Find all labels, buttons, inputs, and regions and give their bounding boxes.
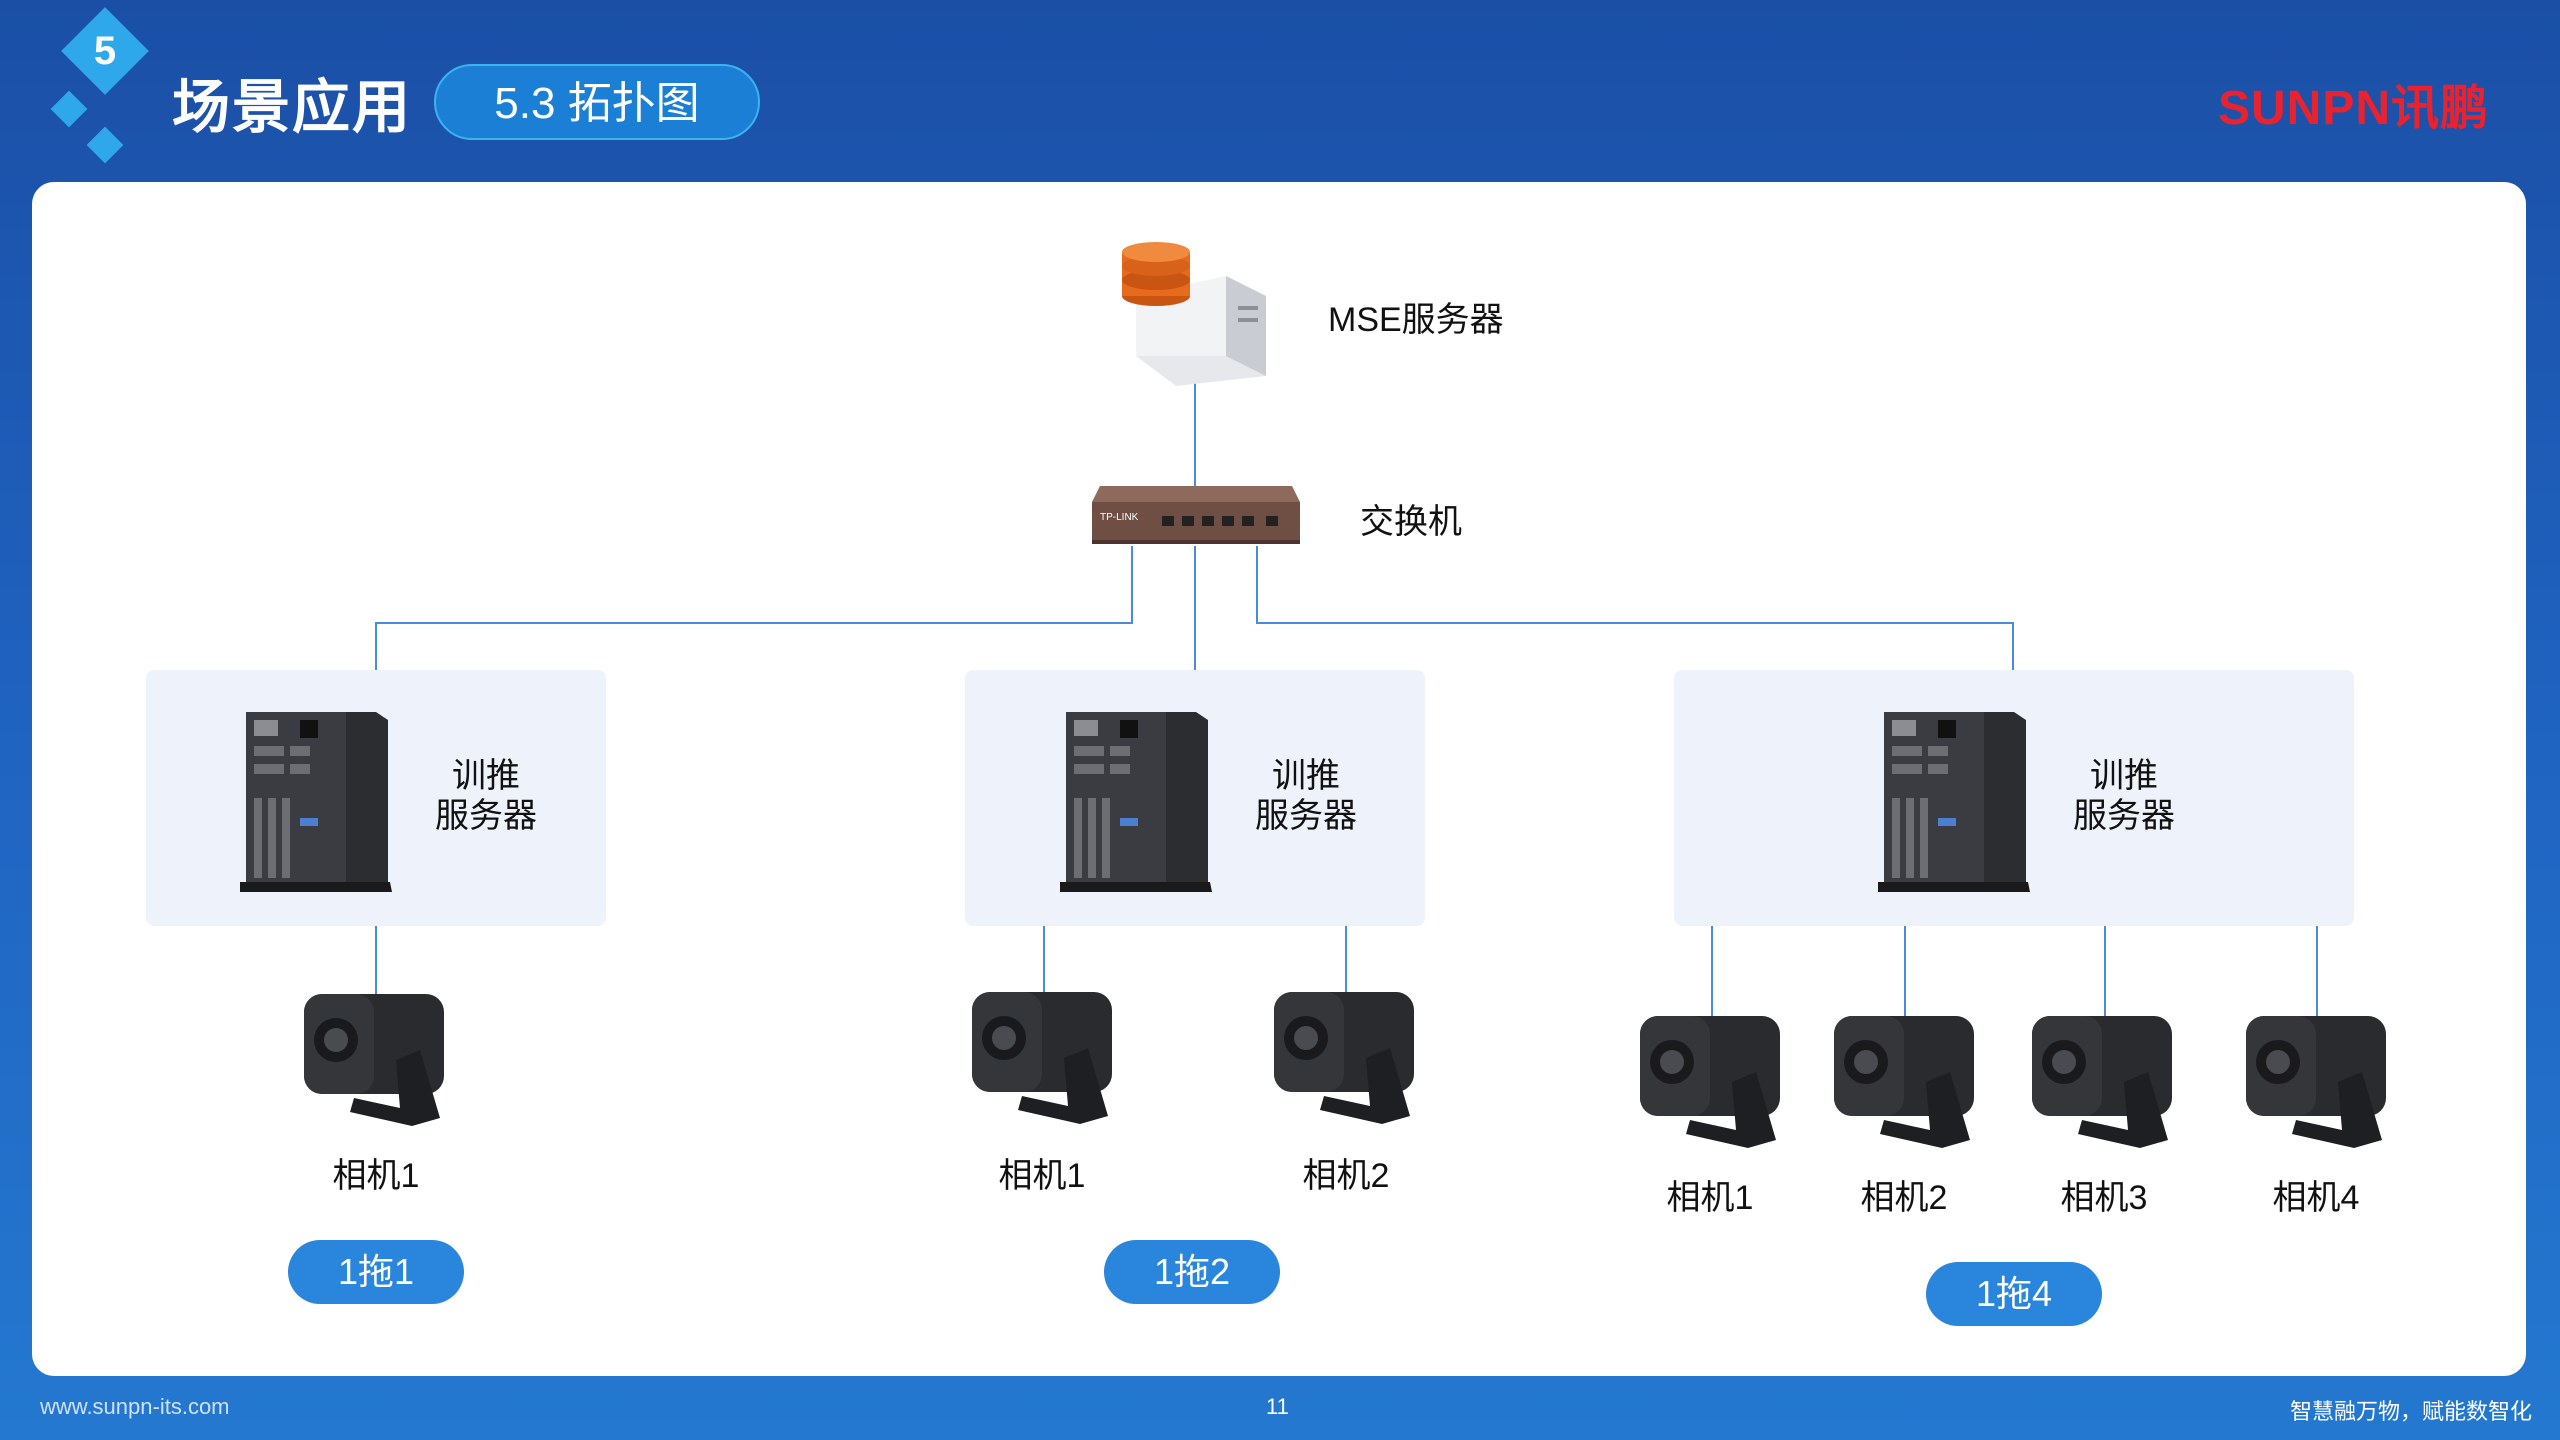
server-label-line1: 训推 <box>1272 757 1340 795</box>
training-server-label-2: 训推 服务器 <box>1236 756 1376 836</box>
link-cam-g2-2 <box>1345 926 1347 994</box>
camera-label: 相机2 <box>1302 1157 1390 1195</box>
training-server-label-1: 训推 服务器 <box>416 756 556 836</box>
link-right-h <box>1256 622 2014 624</box>
link-switch-right-v <box>1256 546 1258 624</box>
link-switch-center <box>1194 546 1196 670</box>
link-left-h <box>375 622 1133 624</box>
link-mse-switch <box>1194 378 1196 488</box>
camera-label: 相机1 <box>998 1157 1086 1195</box>
server-label-line1: 训推 <box>2090 757 2158 795</box>
training-server-icon-1 <box>240 712 392 892</box>
link-cam-g2-1 <box>1043 926 1045 994</box>
switch-brand-text: TP-LINK <box>1100 512 1139 523</box>
link-cam-g1-1 <box>375 926 377 998</box>
camera-label: 相机1 <box>332 1157 420 1195</box>
link-cam-g3-3 <box>2104 926 2106 1018</box>
link-cam-g3-4 <box>2316 926 2318 1018</box>
camera-icon <box>1834 1016 1974 1148</box>
mse-server-icon <box>1122 242 1266 386</box>
camera-icon <box>2246 1016 2386 1148</box>
link-switch-left-v <box>1131 546 1133 624</box>
decor-diamond-bottom <box>86 126 124 164</box>
brand-logo: SUNPN讯鹏 <box>2218 82 2490 135</box>
subtitle-pill: 5.3 拓扑图 <box>434 64 760 140</box>
camera-label: 相机3 <box>2060 1179 2148 1217</box>
link-cam-g3-2 <box>1904 926 1906 1018</box>
server-label-line2: 服务器 <box>435 797 537 835</box>
camera-icon <box>1640 1016 1780 1148</box>
training-server-label-3: 训推 服务器 <box>2054 756 2194 836</box>
camera-icon <box>1274 992 1414 1124</box>
server-label-line1: 训推 <box>452 757 520 795</box>
footer-website: www.sunpn-its.com <box>40 1394 230 1419</box>
training-server-icon-3 <box>1878 712 2030 892</box>
training-server-icon-2 <box>1060 712 1212 892</box>
footer-page-number: 11 <box>1266 1394 1289 1419</box>
camera-icon <box>2032 1016 2172 1148</box>
switch-label: 交换机 <box>1360 503 1462 541</box>
camera-label: 相机4 <box>2272 1179 2360 1217</box>
network-switch-icon <box>1092 486 1300 544</box>
link-left-down <box>375 622 377 670</box>
link-cam-g3-1 <box>1711 926 1713 1018</box>
page-title: 场景应用 <box>172 75 413 140</box>
link-right-down <box>2012 622 2014 670</box>
camera-label: 相机2 <box>1860 1179 1948 1217</box>
ratio-tag-2: 1拖2 <box>1104 1240 1280 1304</box>
decor-diamond-left <box>50 90 88 128</box>
camera-icon <box>304 994 444 1126</box>
camera-label: 相机1 <box>1666 1179 1754 1217</box>
mse-server-label: MSE服务器 <box>1328 301 1504 339</box>
section-number: 5 <box>93 29 117 73</box>
ratio-tag-1: 1拖1 <box>288 1240 464 1304</box>
server-label-line2: 服务器 <box>1255 797 1357 835</box>
ratio-tag-3: 1拖4 <box>1926 1262 2102 1326</box>
footer-slogan: 智慧融万物，赋能数智化 <box>2290 1399 2533 1424</box>
server-label-line2: 服务器 <box>2073 797 2175 835</box>
camera-icon <box>972 992 1112 1124</box>
